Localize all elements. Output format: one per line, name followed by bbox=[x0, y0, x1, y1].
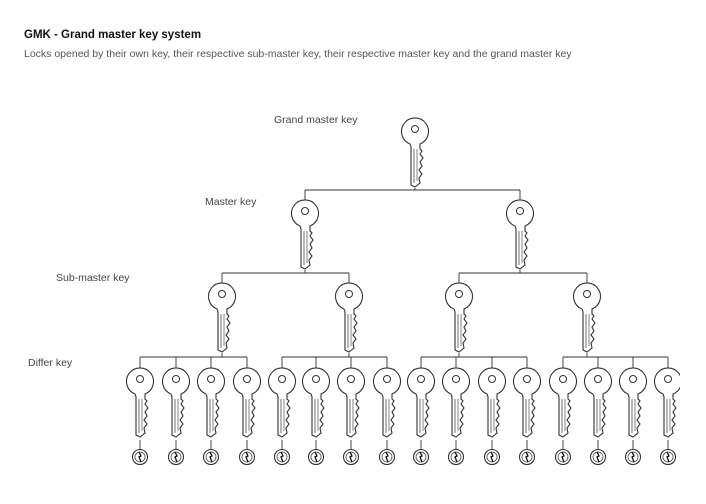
lock-cylinder-icon bbox=[273, 448, 291, 466]
differ-key-icon bbox=[232, 367, 262, 438]
master-key-icon bbox=[290, 199, 320, 270]
lock-cylinder-icon bbox=[554, 448, 572, 466]
differ-key-icon bbox=[301, 367, 331, 438]
differ-key-icon bbox=[161, 367, 191, 438]
lock-cylinder-icon bbox=[518, 448, 536, 466]
lock-cylinder-icon bbox=[167, 448, 185, 466]
sub-master-key-icon bbox=[334, 282, 364, 353]
lock-cylinder-icon bbox=[342, 448, 360, 466]
label-grand-master-key: Grand master key bbox=[274, 114, 358, 126]
label-master-key: Master key bbox=[205, 196, 257, 208]
lock-cylinder-icon bbox=[659, 448, 677, 466]
grand-master-key-icon bbox=[400, 117, 430, 188]
differ-key-icon bbox=[406, 367, 436, 438]
lock-cylinder-icon bbox=[589, 448, 607, 466]
lock-cylinder-icon bbox=[238, 448, 256, 466]
lock-cylinder-icon bbox=[131, 448, 149, 466]
differ-key-icon bbox=[653, 367, 680, 438]
differ-key-icon bbox=[372, 367, 402, 438]
lock-cylinder-icon bbox=[307, 448, 325, 466]
differ-key-icon bbox=[477, 367, 507, 438]
differ-key-icon bbox=[267, 367, 297, 438]
key-hierarchy-diagram bbox=[125, 117, 680, 466]
differ-key-icon bbox=[512, 367, 542, 438]
lock-cylinder-icon bbox=[378, 448, 396, 466]
lock-cylinder-icon bbox=[624, 448, 642, 466]
lock-cylinder-icon bbox=[447, 448, 465, 466]
master-key-icon bbox=[505, 199, 535, 270]
diagram-subtitle: Locks opened by their own key, their res… bbox=[24, 48, 572, 60]
sub-master-key-icon bbox=[444, 282, 474, 353]
differ-key-icon bbox=[441, 367, 471, 438]
lock-cylinder-icon bbox=[412, 448, 430, 466]
differ-key-icon bbox=[548, 367, 578, 438]
differ-key-icon bbox=[196, 367, 226, 438]
differ-key-icon bbox=[125, 367, 155, 438]
sub-master-key-icon bbox=[572, 282, 602, 353]
diagram-title: GMK - Grand master key system bbox=[24, 29, 202, 41]
differ-key-icon bbox=[618, 367, 648, 438]
lock-cylinder-icon bbox=[483, 448, 501, 466]
lock-cylinder-icon bbox=[202, 448, 220, 466]
label-sub-master-key: Sub-master key bbox=[56, 272, 130, 284]
differ-key-icon bbox=[336, 367, 366, 438]
differ-key-icon bbox=[583, 367, 613, 438]
label-differ-key: Differ key bbox=[28, 357, 73, 369]
sub-master-key-icon bbox=[207, 282, 237, 353]
